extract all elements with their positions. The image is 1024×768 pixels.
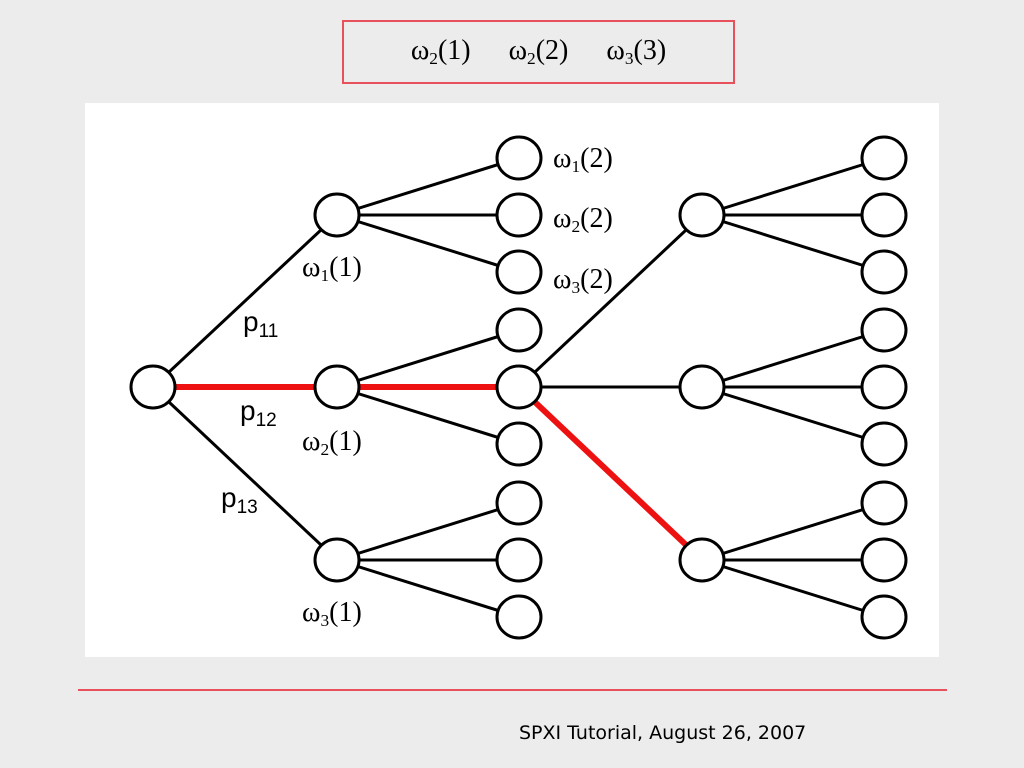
node-s4-1 xyxy=(860,135,908,181)
label-w3-1: ω3(1) xyxy=(302,597,362,631)
node-s2-5 xyxy=(495,364,543,410)
node-s4-2 xyxy=(860,192,908,238)
edge-r3-c1 xyxy=(701,501,885,562)
header-item-2: ω2(2) xyxy=(508,34,569,69)
node-s4-3 xyxy=(860,249,908,295)
node-w31 xyxy=(313,537,361,583)
node-s2-2 xyxy=(495,192,543,238)
tree-nodes xyxy=(129,135,908,640)
edge-r3-c3 xyxy=(701,558,885,619)
title-box: ω2(1) ω2(2) ω3(3) xyxy=(342,20,735,84)
node-s2-1 xyxy=(495,135,543,181)
edge-r2-c1 xyxy=(701,328,885,389)
node-s4-6 xyxy=(860,421,908,467)
node-s4-9 xyxy=(860,594,908,640)
highlighted-path xyxy=(153,384,705,563)
node-root xyxy=(129,364,177,410)
node-s2-6 xyxy=(495,421,543,467)
edge-w31-c3 xyxy=(336,558,520,619)
label-w2-2: ω2(2) xyxy=(553,203,613,237)
label-p11: p11 xyxy=(243,306,279,343)
node-s4-7 xyxy=(860,480,908,526)
label-w1-1: ω1(1) xyxy=(302,252,362,286)
node-s2-8 xyxy=(495,537,543,583)
node-s2-4 xyxy=(495,307,543,353)
node-s4-8 xyxy=(860,537,908,583)
node-w21 xyxy=(313,364,361,410)
node-r3 xyxy=(678,537,726,583)
node-r2 xyxy=(678,364,726,410)
label-w2-1: ω2(1) xyxy=(302,426,362,460)
node-s2-7 xyxy=(495,480,543,526)
node-s4-5 xyxy=(860,364,908,410)
edge-root-w11 xyxy=(151,213,339,389)
footer-divider xyxy=(78,689,947,691)
label-p13: p13 xyxy=(221,482,258,519)
edge-s2-r1 xyxy=(517,213,704,389)
node-s2-3 xyxy=(495,249,543,295)
node-w11 xyxy=(313,192,361,238)
label-w3-2: ω3(2) xyxy=(553,264,613,298)
edge-w11-c1 xyxy=(336,156,520,217)
edge-r2-c3 xyxy=(701,385,885,446)
label-w1-2: ω1(2) xyxy=(553,143,613,177)
header-item-1: ω2(1) xyxy=(410,34,471,69)
node-s4-4 xyxy=(860,307,908,353)
footer-text: SPXI Tutorial, August 26, 2007 xyxy=(519,722,807,744)
edge-w11-c3 xyxy=(336,213,520,274)
edge-w21-c3 xyxy=(336,385,520,446)
edge-w31-c1 xyxy=(336,501,520,562)
edge-r1-c1 xyxy=(701,156,885,217)
edge-s2-r3 xyxy=(516,384,705,563)
tree-edges xyxy=(151,156,885,619)
node-r1 xyxy=(678,192,726,238)
edge-w21-c1 xyxy=(336,328,520,389)
label-p12: p12 xyxy=(240,395,277,432)
edge-r1-c3 xyxy=(701,213,885,274)
header-item-3: ω3(3) xyxy=(606,34,667,69)
node-s2-9 xyxy=(495,594,543,640)
edge-root-w31 xyxy=(151,385,339,562)
